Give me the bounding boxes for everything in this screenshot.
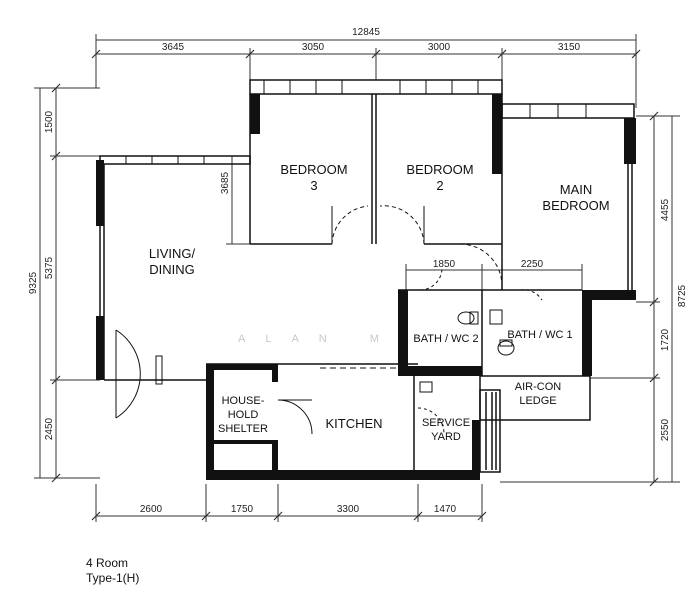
dim-left-3: 2450	[44, 417, 55, 440]
dim-right-total: 8725	[677, 284, 688, 307]
dim-top-total: 12845	[352, 27, 380, 38]
label-bath2: BATH / WC 2	[413, 333, 478, 345]
sink-icon	[419, 381, 433, 393]
dim-top-1: 3645	[162, 42, 185, 53]
dim-inner-1850: 1850	[433, 259, 456, 270]
label-aircon-line2: LEDGE	[519, 395, 556, 407]
label-aircon-line1: AIR-CON	[515, 381, 562, 393]
dim-left-total: 9325	[28, 271, 39, 294]
dim-top-4: 3150	[558, 42, 581, 53]
label-main-bedroom-line1: MAIN	[560, 182, 593, 197]
label-service-line2: YARD	[431, 431, 461, 443]
dim-bottom-3: 3300	[337, 504, 360, 515]
label-shelter-line1: HOUSE-	[222, 395, 265, 407]
dim-right-3: 2550	[660, 418, 671, 441]
dim-bottom-2: 1750	[231, 504, 254, 515]
dim-inner-3685: 3685	[220, 171, 231, 194]
sink-icon	[489, 309, 503, 325]
label-shelter-line2: HOLD	[228, 409, 259, 421]
label-bedroom3-line1: BEDROOM	[280, 162, 347, 177]
dimension-lines	[34, 34, 680, 522]
watermark: ALAN M	[238, 333, 399, 345]
label-main-bedroom-line2: BEDROOM	[542, 198, 609, 213]
dim-bottom-1: 2600	[140, 504, 163, 515]
structural-walls	[96, 94, 636, 480]
dim-inner-2250: 2250	[521, 259, 544, 270]
toilet-icon	[497, 340, 515, 356]
bath-fixtures	[419, 309, 515, 393]
label-bath1: BATH / WC 1	[507, 329, 572, 341]
label-shelter-line3: SHELTER	[218, 423, 268, 435]
dim-left-1: 1500	[44, 110, 55, 133]
label-bedroom3-line2: 3	[310, 178, 317, 193]
dim-right-2: 1720	[660, 328, 671, 351]
dimension-ticks	[51, 49, 659, 521]
dim-top-3: 3000	[428, 42, 451, 53]
window-marks	[125, 80, 587, 164]
label-living-line1: LIVING/	[149, 246, 196, 261]
label-kitchen: KITCHEN	[325, 416, 382, 431]
doors	[104, 205, 543, 435]
dim-top-2: 3050	[302, 42, 325, 53]
dim-left-2: 5375	[44, 256, 55, 279]
label-living-line2: DINING	[149, 262, 195, 277]
label-bedroom2-line1: BEDROOM	[406, 162, 473, 177]
toilet-icon	[457, 311, 475, 325]
label-service-line1: SERVICE	[422, 417, 470, 429]
caption-room-type: 4 Room	[86, 556, 129, 570]
label-bedroom2-line2: 2	[436, 178, 443, 193]
dim-bottom-4: 1470	[434, 504, 457, 515]
dim-right-1: 4455	[660, 198, 671, 221]
caption-type-code: Type-1(H)	[86, 571, 140, 585]
